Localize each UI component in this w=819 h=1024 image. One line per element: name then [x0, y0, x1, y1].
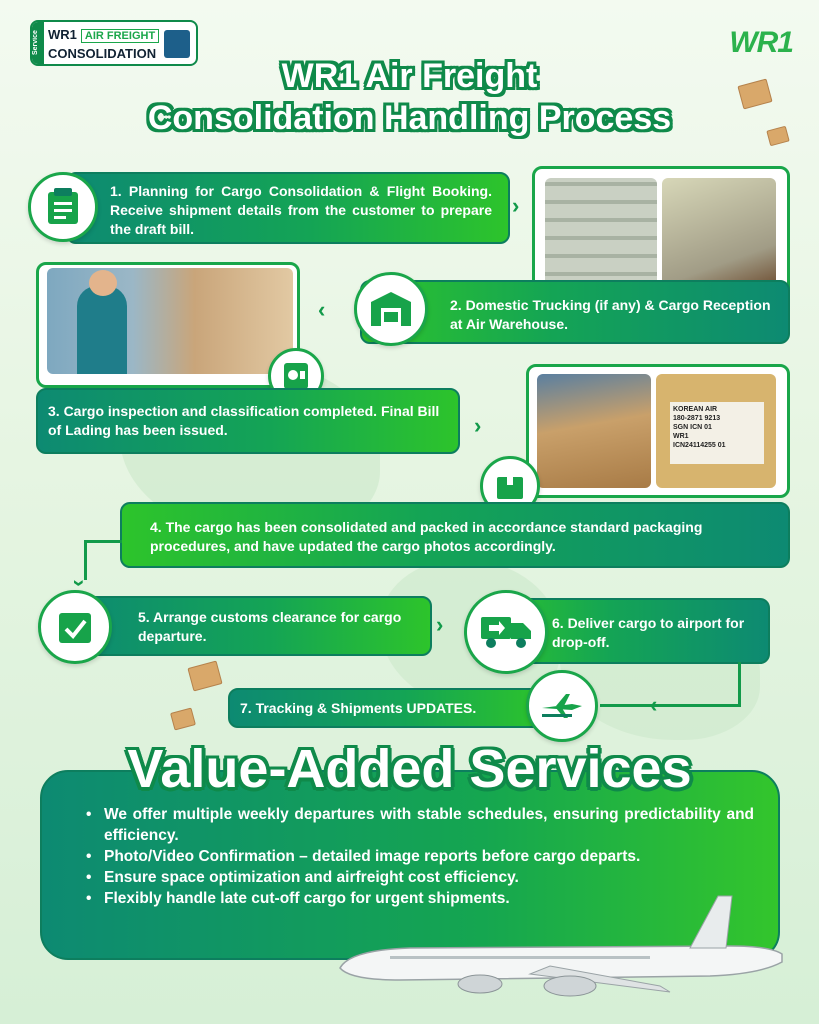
page-title-line1: WR1 Air Freight: [281, 57, 538, 95]
connector-line: [84, 540, 87, 580]
connector-line: [738, 662, 741, 706]
step-5-circle: [38, 590, 112, 664]
cargo-photo-rolls: [545, 178, 657, 290]
step-5-text: 5. Arrange customs clearance for cargo d…: [138, 609, 402, 644]
airplane-icon: [542, 694, 582, 718]
step-3-text: 3. Cargo inspection and classification c…: [48, 403, 440, 438]
step-1-circle: [28, 172, 98, 242]
step-2-circle: [354, 272, 428, 346]
page-title-line2: Consolidation Handling Process: [147, 99, 672, 137]
label-origin: SGN: [673, 424, 689, 431]
label-ref: ICN24114255: [673, 442, 716, 449]
badge-brand: WR1: [48, 27, 77, 42]
box-icon: [164, 30, 190, 58]
worker-photo: [47, 268, 293, 374]
label-awb: 180-2871 9213: [673, 415, 721, 422]
step-2-card: 2. Domestic Trucking (if any) & Cargo Re…: [360, 280, 790, 344]
vas-item: We offer multiple weekly departures with…: [84, 804, 754, 846]
package-icon: [497, 477, 523, 499]
step-7-circle: [526, 670, 598, 742]
cardboard-box-icon: [766, 125, 790, 147]
label-piece2: 01: [717, 442, 726, 449]
step-2-text: 2. Domestic Trucking (if any) & Cargo Re…: [450, 297, 771, 332]
clipboard-icon: [48, 188, 78, 224]
arrow-right-icon: ›: [474, 413, 482, 438]
value-added-services-panel: We offer multiple weekly departures with…: [40, 770, 780, 960]
airplane-illustration: [339, 895, 783, 997]
label-brand: WR1: [673, 433, 689, 440]
arrow-right-icon: ›: [436, 612, 444, 637]
connector-line: [84, 540, 122, 543]
truck-icon: [481, 617, 531, 648]
step-3-card: 3. Cargo inspection and classification c…: [36, 388, 460, 454]
cargo-label-photo: KOREAN AIR 180-2871 9213 SGN ICN 01 WR1 …: [656, 374, 776, 488]
label-piece: 01: [704, 424, 712, 431]
badge-highlight: AIR FREIGHT: [80, 29, 160, 43]
wr1-logo: WR1: [729, 26, 794, 59]
step-4-text: 4. The cargo has been consolidated and p…: [150, 519, 703, 554]
step-6-text: 6. Deliver cargo to airport for drop-off…: [552, 615, 745, 650]
step-1-card: 1. Planning for Cargo Consolidation & Fl…: [66, 172, 510, 244]
vas-item: Photo/Video Confirmation – detailed imag…: [84, 846, 754, 867]
vas-item: Ensure space optimization and airfreight…: [84, 867, 754, 888]
inspection-icon: [284, 363, 308, 389]
arrow-right-icon: ›: [512, 193, 520, 218]
badge-line2: CONSOLIDATION: [48, 46, 157, 61]
step-4-card: 4. The cargo has been consolidated and p…: [120, 502, 790, 568]
warehouse-icon: [371, 292, 411, 326]
vas-list: We offer multiple weekly departures with…: [84, 804, 754, 909]
connector-line: [600, 704, 741, 707]
arrow-left-icon: ‹: [318, 297, 326, 322]
vas-item: Flexibly handle late cut-off cargo for u…: [84, 888, 754, 909]
cardboard-box-icon: [187, 660, 223, 692]
step-7-text: 7. Tracking & Shipments UPDATES.: [240, 700, 477, 716]
step-7-card: 7. Tracking & Shipments UPDATES.: [228, 688, 548, 728]
label-airline: KOREAN AIR: [673, 406, 718, 413]
cardboard-box-icon: [170, 707, 196, 731]
arrow-left-icon: ‹: [650, 692, 658, 717]
step-5-card: 5. Arrange customs clearance for cargo d…: [70, 596, 432, 656]
vas-title: Value-Added Services: [127, 739, 692, 799]
label-dest: ICN: [690, 424, 703, 431]
arrow-down-icon: ›: [67, 579, 93, 587]
customs-icon: [59, 613, 91, 643]
step-6-circle: [464, 590, 548, 674]
step-1-text: 1. Planning for Cargo Consolidation & Fl…: [110, 183, 492, 237]
packed-cargo-photo: [537, 374, 651, 488]
cargo-photo-pipes: [662, 178, 776, 290]
